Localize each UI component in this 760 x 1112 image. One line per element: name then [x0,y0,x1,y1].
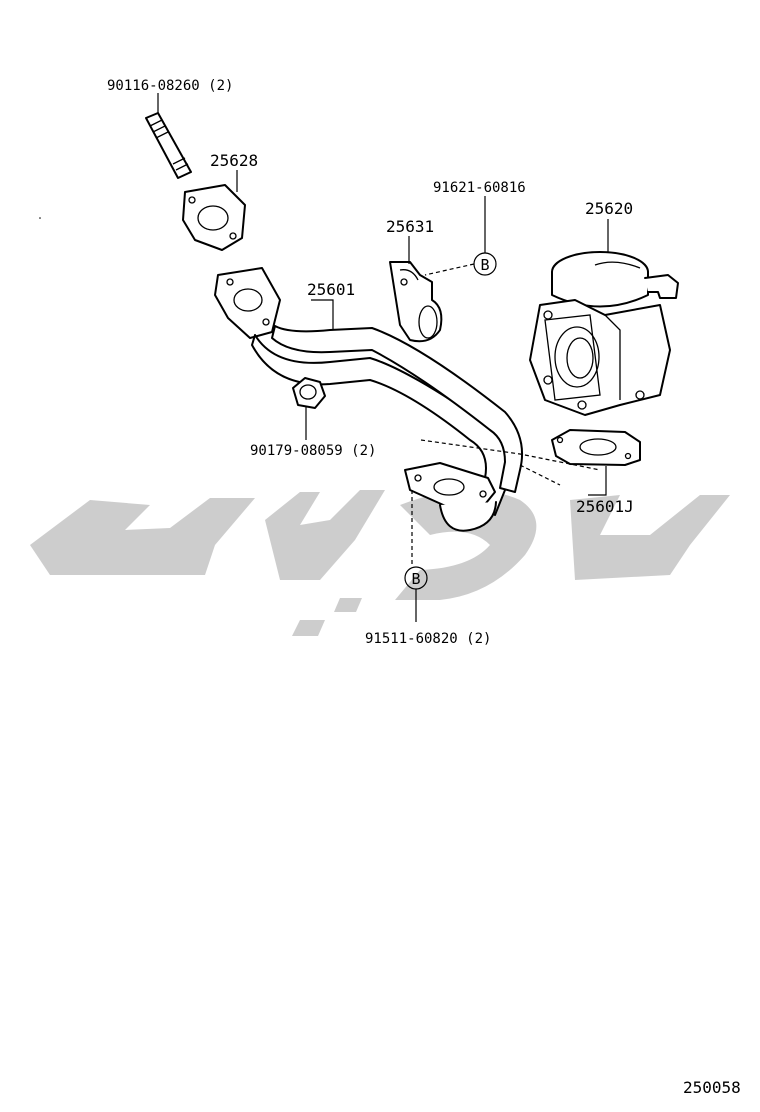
leader-lines [157,93,609,622]
label-lower-bolt: 91511-60820 (2) [365,631,491,647]
gasket-lower [551,429,641,466]
stud-bolt [145,112,192,179]
reference-callout-upper: B [473,252,497,276]
flange-nut [292,377,326,409]
gasket-upper [182,184,246,251]
pipe-clamp [389,261,443,343]
speck [39,217,41,219]
reference-letter: B [480,256,489,274]
label-pipe: 25601 [307,280,355,299]
label-gasket-upper: 25628 [210,151,258,170]
label-gasket-lower: 25601J [576,497,634,516]
figure-id: 250058 [683,1078,741,1097]
label-egr-valve: 25620 [585,199,633,218]
label-stud-bolt: 90116-08260 (2) [107,78,233,94]
label-clamp-bolt: 91621-60816 [433,180,526,196]
egr-valve [529,251,679,416]
label-clamp: 25631 [386,217,434,236]
reference-letter: B [411,570,420,588]
reference-callout-lower: B [404,566,428,590]
watermark-logo [30,490,730,636]
label-nut: 90179-08059 (2) [250,443,376,459]
